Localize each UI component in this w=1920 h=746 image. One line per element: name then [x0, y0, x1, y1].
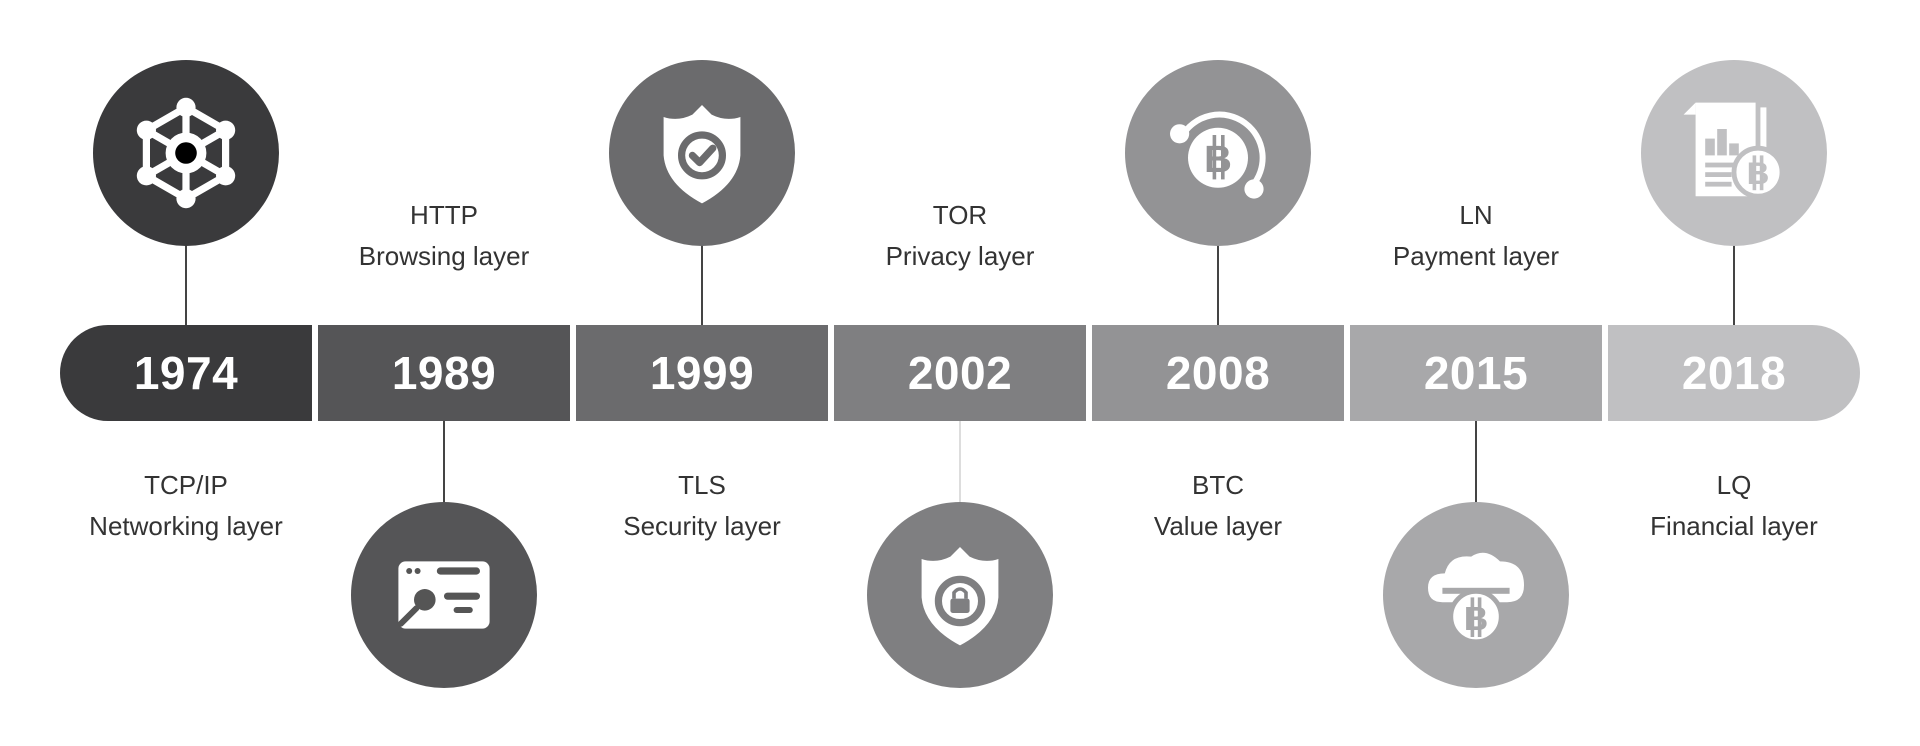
- timeline-segment-1999: 1999: [576, 325, 828, 421]
- cloud-bitcoin-icon: B: [1416, 535, 1536, 655]
- layer-name: Payment layer: [1392, 241, 1560, 271]
- year-label: 2002: [907, 347, 1013, 399]
- layer-label: TCP/IP Networking layer: [56, 465, 316, 547]
- year-label: 2008: [1165, 347, 1271, 399]
- layer-name: Value layer: [1153, 511, 1283, 541]
- timeline-segment-2002: 2002: [834, 325, 1086, 421]
- shield-check-circle: [609, 60, 795, 246]
- timeline-segment-1989: 1989: [318, 325, 570, 421]
- layer-name: Security layer: [623, 511, 781, 541]
- network-hub-icon: [126, 93, 246, 213]
- protocol-name: BTC: [1192, 470, 1244, 500]
- protocol-name: TLS: [678, 470, 726, 500]
- browser-search-icon: [384, 535, 504, 655]
- layer-label: LN Payment layer: [1346, 195, 1606, 277]
- shield-lock-circle: [867, 502, 1053, 688]
- layer-label: LQ Financial layer: [1604, 465, 1864, 547]
- layer-name: Networking layer: [89, 511, 283, 541]
- bitcoin-orbit-icon: B: [1158, 93, 1278, 213]
- protocol-name: TCP/IP: [144, 470, 228, 500]
- shield-lock-icon: [900, 535, 1020, 655]
- connector-line: [959, 421, 961, 506]
- connector-line: [185, 240, 187, 325]
- protocol-name: LN: [1459, 200, 1493, 230]
- cloud-bitcoin-circle: B: [1383, 502, 1569, 688]
- svg-text:B: B: [1464, 601, 1488, 638]
- timeline-segment-2008: 2008: [1092, 325, 1344, 421]
- document-bitcoin-icon: B: [1674, 93, 1794, 213]
- shield-check-icon: [642, 93, 762, 213]
- year-label: 2018: [1681, 347, 1787, 399]
- layer-label: HTTP Browsing layer: [314, 195, 574, 277]
- layer-label: BTC Value layer: [1088, 465, 1348, 547]
- year-label: 1974: [133, 347, 239, 399]
- connector-line: [1475, 421, 1477, 506]
- bitcoin-orbit-circle: B: [1125, 60, 1311, 246]
- protocol-name: TOR: [932, 200, 988, 230]
- layer-name: Financial layer: [1650, 511, 1818, 541]
- connector-line: [443, 421, 445, 506]
- browser-search-circle: [351, 502, 537, 688]
- document-bitcoin-circle: B: [1641, 60, 1827, 246]
- layer-name: Browsing layer: [358, 241, 530, 271]
- year-label: 1989: [391, 347, 497, 399]
- timeline-segment-2018: 2018: [1608, 325, 1860, 421]
- year-label: 2015: [1423, 347, 1529, 399]
- connector-line: [1217, 240, 1219, 325]
- protocol-name: HTTP: [410, 200, 478, 230]
- svg-text:B: B: [1204, 138, 1232, 181]
- layer-label: TOR Privacy layer: [830, 195, 1090, 277]
- layer-name: Privacy layer: [885, 241, 1035, 271]
- connector-line: [1733, 240, 1735, 325]
- network-hub-circle: [93, 60, 279, 246]
- connector-line: [701, 240, 703, 325]
- protocol-name: LQ: [1716, 470, 1752, 500]
- timeline-segment-1974: 1974: [60, 325, 312, 421]
- svg-text:B: B: [1747, 156, 1770, 191]
- layer-label: TLS Security layer: [572, 465, 832, 547]
- year-label: 1999: [649, 347, 755, 399]
- timeline-segment-2015: 2015: [1350, 325, 1602, 421]
